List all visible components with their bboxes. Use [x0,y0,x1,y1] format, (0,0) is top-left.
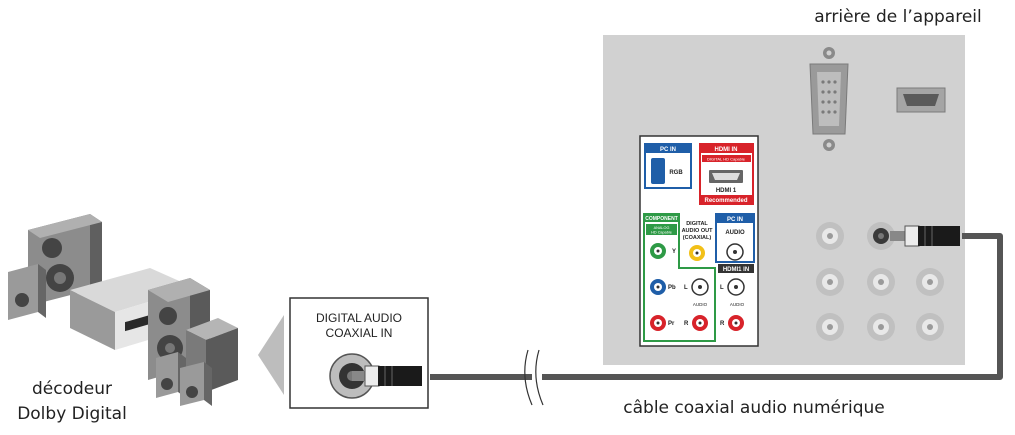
tv-back-panel: PC IN RGB HDMI IN DIGITAL HD Capable HDM… [603,35,965,365]
legend-hdmi-audio-label: AUDIO [730,302,745,307]
legend-pc-in-title: PC IN [660,147,676,153]
legend-rgb-label: RGB [669,170,683,176]
coaxial-cable [430,225,1003,406]
legend-l-label: L [684,285,688,291]
rca-plug-decoder [352,365,422,387]
device-back-caption: arrière de l’appareil [814,7,981,27]
panel-jack [867,268,895,296]
panel-jack [816,268,844,296]
legend-pb-label: Pb [668,285,676,291]
panel-jack [916,268,944,296]
legend-component-sub2: HD Capable [651,231,672,235]
panel-jack [816,222,844,250]
legend-pc-in: PC IN RGB [644,143,692,189]
legend-hdmi-in: HDMI IN DIGITAL HD Capable HDMI 1 Recomm… [699,143,754,205]
legend-digital-line2: AUDIO OUT [682,228,714,234]
home-theater-icon [8,214,238,406]
hdmi-port-icon [896,87,946,113]
legend-hdmi1-in-title: HDMI1 IN [723,267,749,273]
arrow-left-icon [258,315,284,395]
legend-pr-label: Pr [668,321,675,327]
legend-audio-label: AUDIO [693,302,708,307]
legend-hdmi-subtitle: DIGITAL HD Capable [707,157,746,162]
legend-r-label: R [684,321,689,327]
legend-component-title: COMPONENT [645,216,678,222]
rca-plug-tv [890,225,960,247]
input-label-line1: DIGITAL AUDIO [316,311,402,325]
cable-caption: câble coaxial audio numérique [623,398,884,418]
jack-legend-card: PC IN RGB HDMI IN DIGITAL HD Capable HDM… [639,135,759,347]
panel-jack [916,313,944,341]
legend-hdmi1-in-audio: HDMI1 IN L AUDIO R [718,264,754,331]
panel-jack [816,313,844,341]
legend-hdmi-title: HDMI IN [715,147,738,153]
input-label-line2: COAXIAL IN [326,326,393,340]
panel-jack-grid [816,222,944,341]
digital-audio-input-panel: DIGITAL AUDIO COAXIAL IN [289,297,429,409]
decoder-caption-line1: décodeur [32,379,112,399]
legend-pc-audio-label: AUDIO [725,230,745,236]
legend-y-label: Y [672,249,676,255]
legend-component-sub1: ANALOG [654,226,670,230]
decoder-caption-line2: Dolby Digital [17,404,127,424]
vga-port-icon [809,47,849,151]
legend-hdmi-l-label: L [720,285,724,291]
legend-digital-line3: (COAXIAL) [683,235,712,241]
legend-hdmi-r-label: R [720,321,725,327]
panel-jack-connected [867,222,895,250]
legend-pc-in-audio-title: PC IN [727,217,743,223]
legend-pc-in-audio: PC IN AUDIO [715,213,755,263]
legend-hdmi1-label: HDMI 1 [716,188,737,194]
legend-digital-audio-out: DIGITAL AUDIO OUT (COAXIAL) [682,221,714,261]
legend-recommended-label: Recommended [704,198,747,204]
legend-digital-line1: DIGITAL [686,221,708,227]
panel-jack [867,313,895,341]
legend-component: COMPONENT ANALOG HD Capable Y Pb Pr L AU… [643,213,716,342]
